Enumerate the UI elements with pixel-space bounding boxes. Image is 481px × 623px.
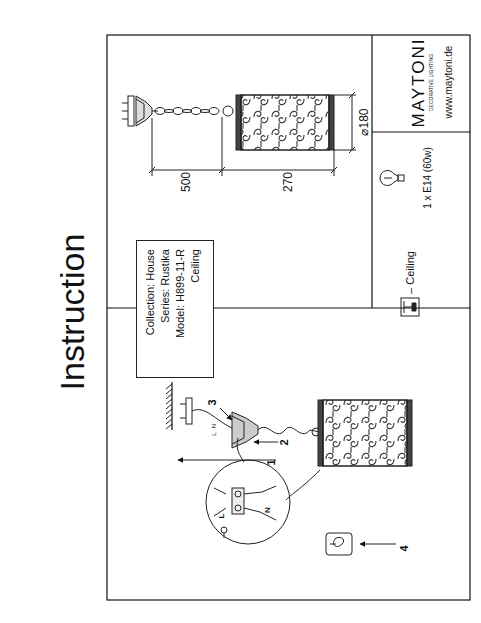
info-box: Collection: HouseSeries: RustikaModel: H… (136, 240, 214, 378)
website: www.maytoni.de (444, 46, 454, 119)
page-frame (107, 35, 470, 600)
bulb-spec: 1 x E14 (60w) (423, 147, 433, 209)
bulb-icon (380, 171, 404, 186)
mount-type: – Ceiling (405, 251, 416, 294)
wire-label: L (218, 514, 226, 519)
strip-divider (372, 132, 470, 133)
callout-number: 3 (207, 399, 218, 405)
strip-divider (371, 35, 372, 308)
wire-label: N (264, 507, 272, 513)
lamp-dimension-view (122, 92, 356, 176)
info-line: Collection: House (143, 249, 158, 369)
callout-number: 2 (279, 439, 290, 445)
installation-view (166, 382, 412, 555)
brand-tagline: DECORATIVE LIGHTING (429, 53, 434, 110)
info-line: Model: H899-11-R (173, 249, 188, 369)
dimension: 270 (282, 172, 294, 192)
ceiling-icon (401, 298, 419, 316)
dimension: 500 (180, 172, 192, 192)
callout-number: 1 (266, 459, 277, 465)
info-line: Ceiling (188, 249, 203, 369)
callout-number: 4 (399, 545, 410, 551)
page-title: Instruction (55, 234, 89, 391)
brand-logo: MAYTONI (410, 37, 427, 127)
dimension: ⌀180 (358, 108, 370, 135)
wire-label: N (211, 424, 217, 428)
wire-label: L (211, 432, 217, 435)
info-line: Series: Rustika (158, 249, 173, 369)
